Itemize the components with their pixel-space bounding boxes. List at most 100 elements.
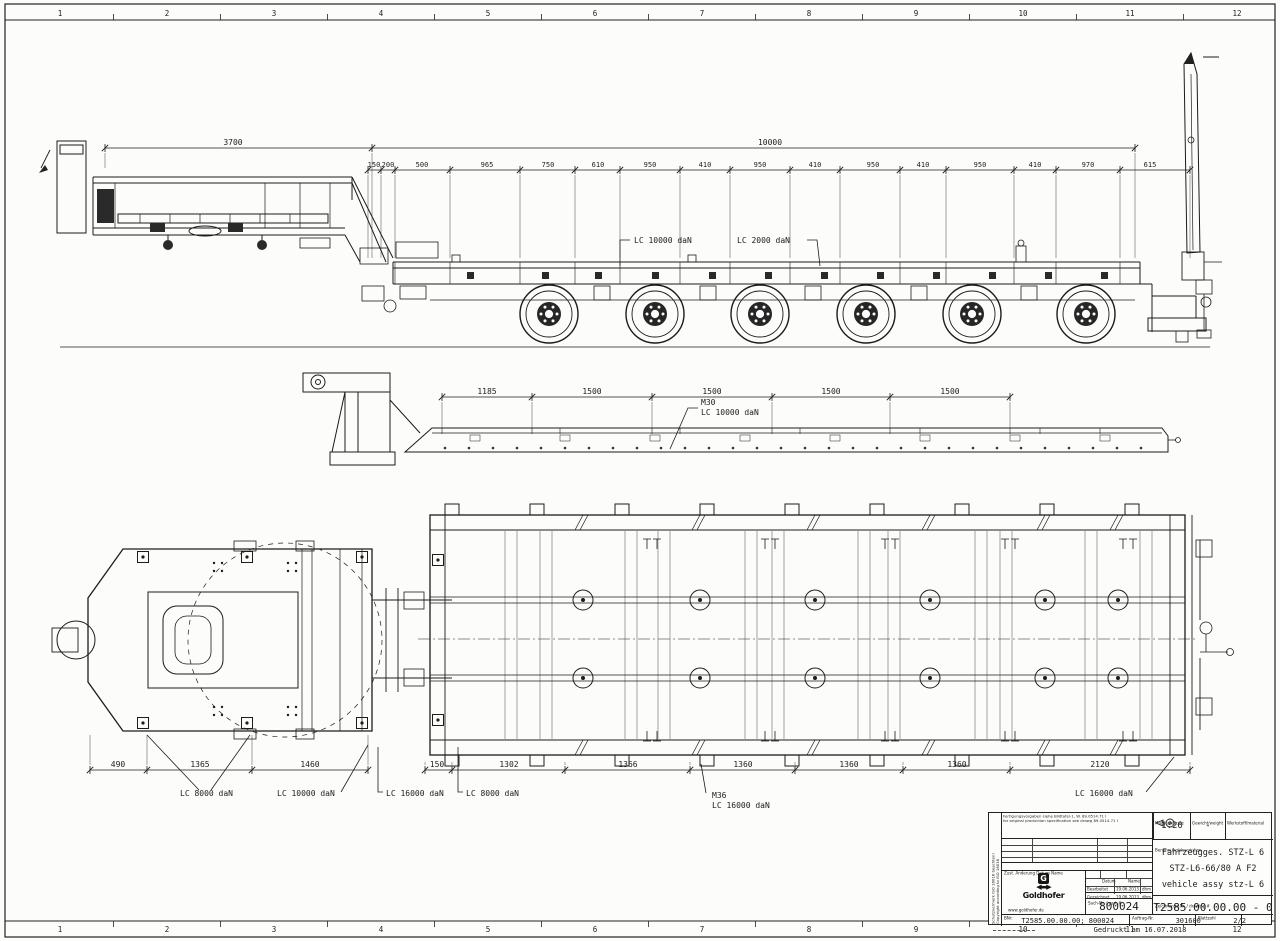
bnr-label: BNr:: [1004, 916, 1013, 921]
goldhofer-arrow-icon: ◀▬▶: [1036, 883, 1051, 891]
zone-number: 12: [1232, 9, 1241, 18]
dim-label: 1460: [300, 760, 319, 769]
note-line1: Fertigungsvorgaben siehe Bildtafel-1, W.…: [1003, 814, 1107, 819]
corner-lock: [137, 717, 149, 729]
front-module: [51, 540, 373, 740]
zone-number: 4: [379, 925, 384, 934]
deck-pocket: [989, 272, 996, 279]
dim-label: 1500: [582, 387, 601, 396]
goldhofer-logo-icon: G: [1038, 873, 1049, 884]
direction-arrow-icon: [39, 165, 48, 173]
copyright-strip: Schutzvermerk ISO 16016 beachten! Copyri…: [989, 813, 1002, 926]
wheel: [942, 284, 1002, 344]
dim-label: 1302: [499, 760, 518, 769]
production-note-cell: Fertigungsvorgaben siehe Bildtafel-1, W.…: [1002, 813, 1153, 839]
spring-hanger: [593, 285, 611, 301]
dim-label: 500: [416, 161, 429, 169]
revision-table: [1002, 839, 1153, 863]
deck-pocket: [765, 272, 772, 279]
title-region: Maßstab/scale 1:20 Gewicht/weight - Werk…: [1153, 813, 1273, 914]
zone-number: 7: [700, 925, 705, 934]
lashing-ring: [804, 667, 826, 689]
sheet-number: 2/2: [1233, 916, 1246, 925]
dim-label: 200: [382, 161, 395, 169]
zone-number: 10: [1018, 925, 1028, 934]
lc-note-label: LC 2000 daN: [737, 236, 790, 245]
zone-number: 9: [914, 9, 919, 18]
tie-down-mark: [643, 731, 661, 742]
bnr-value: T2585.00.00.00; 800024: [1021, 916, 1115, 925]
deck-pocket: [542, 272, 549, 279]
lc-note-label: M36: [712, 791, 727, 800]
deck-plan: [418, 514, 1198, 756]
copyright-line1: Schutzvermerk ISO 16016 beachten!: [991, 852, 996, 924]
leader-line: [619, 239, 630, 266]
stake-pocket: [954, 754, 970, 767]
stake-pocket: [529, 754, 545, 767]
part-number-label-cell: Sach-Nr. / part #: [1086, 892, 1153, 906]
stake-pocket: [699, 754, 715, 767]
revision-header: Zust. Änderung Datum Name: [1002, 863, 1153, 876]
zone-number: 12: [1232, 925, 1241, 934]
lc-note-label: LC 16000 daN: [712, 801, 770, 810]
deck-pocket: [821, 272, 828, 279]
drawbar-eye: [56, 620, 96, 660]
dim-label: 10000: [758, 138, 782, 147]
lc-note-label: LC 10000 daN: [634, 236, 692, 245]
lc-note-label: LC 10000 daN: [277, 789, 335, 798]
dim-label: 490: [111, 760, 126, 769]
corner-lock: [356, 717, 368, 729]
lashing-ring: [1034, 667, 1056, 689]
leader-line: [340, 744, 369, 793]
dim-label: 615: [1144, 161, 1157, 169]
part-number-cell: 800024: [1086, 898, 1153, 914]
deck-pocket: [933, 272, 940, 279]
dim-label: 2120: [1090, 760, 1109, 769]
stake-pocket: [869, 754, 885, 767]
weight-label: Gewicht/weight: [1192, 821, 1224, 826]
deck-side: [392, 239, 1141, 301]
dim-label: 1500: [940, 387, 959, 396]
tie-down-mark: [761, 538, 779, 549]
logo-url: www.goldhofer.de: [1007, 908, 1044, 913]
lashing-ring: [572, 589, 594, 611]
copyright-line2: Copyright according to ISO 16016: [995, 858, 1001, 924]
dim-label: 950: [974, 161, 987, 169]
stake-pocket: [784, 503, 800, 516]
row2-label: Gezeichnet: [1087, 895, 1110, 900]
stake-pocket: [614, 754, 630, 767]
zone-number: 2: [165, 925, 170, 934]
lc-note-label: LC 10000 daN: [701, 408, 759, 417]
side-view: [39, 51, 1222, 348]
material-label: Werkstoff/material: [1227, 821, 1265, 826]
stake-pocket: [1124, 754, 1140, 767]
deck-pocket: [467, 272, 474, 279]
leader-line: [377, 747, 383, 793]
dim-label: 1360: [839, 760, 858, 769]
spring-hanger: [804, 285, 822, 301]
dim-label: 410: [699, 161, 712, 169]
order-number: 301600: [1175, 916, 1201, 925]
zone-number: 3: [272, 925, 277, 934]
leader-line: [700, 763, 707, 794]
corner-lock: [241, 717, 253, 729]
swing-radius-dashed: [187, 542, 383, 738]
revision-header-label: Zust. Änderung Datum Name: [1004, 871, 1063, 876]
stake-pocket: [784, 754, 800, 767]
dashed-stub: [993, 930, 1035, 931]
tie-down-mark: [643, 538, 661, 549]
dim-label: 750: [542, 161, 555, 169]
dim-label: 1500: [821, 387, 840, 396]
corner-lock: [356, 551, 368, 563]
wheel: [1056, 284, 1116, 344]
deck-pocket: [652, 272, 659, 279]
spring-hanger: [910, 285, 928, 301]
col-date-label: Datum: [1102, 879, 1116, 884]
projection-symbol-icon: [1154, 818, 1175, 828]
sheet-label: Blattzahl: [1198, 916, 1216, 921]
row2-name: dhm: [1142, 895, 1151, 900]
kingpin-plate: [147, 591, 299, 689]
zone-number: 5: [486, 9, 491, 18]
zone-number: 3: [272, 9, 277, 18]
